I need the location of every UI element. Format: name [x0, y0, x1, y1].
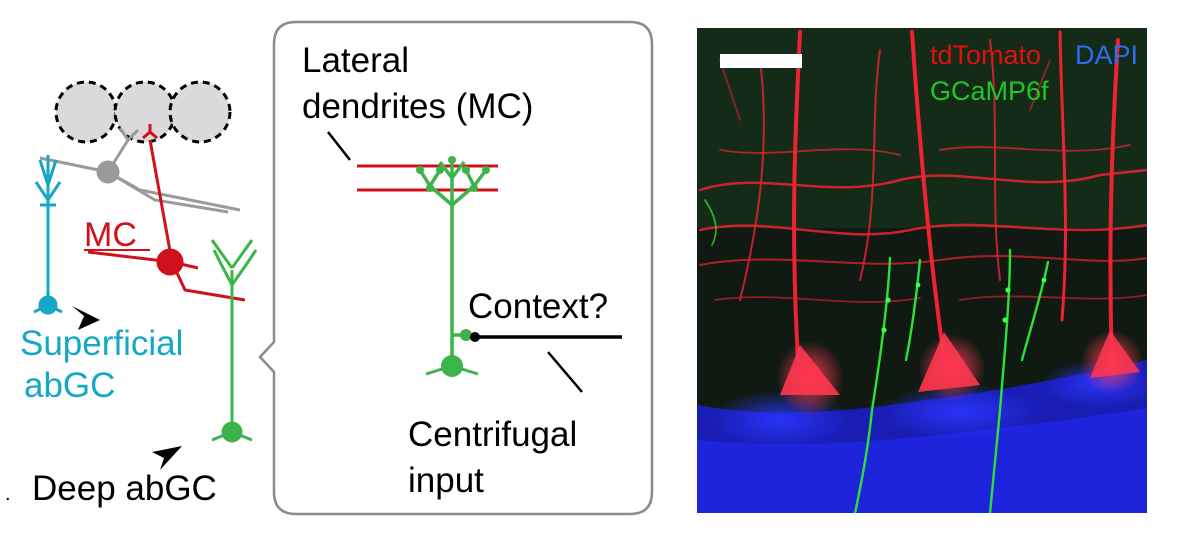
stain-label-dapi: DAPI [1075, 40, 1138, 70]
lateral-dendrites-line2: dendrites (MC) [302, 87, 533, 126]
lateral-pointer-line [327, 131, 351, 161]
abgc-enlarged-basal [425, 364, 479, 376]
dapi-layer [697, 360, 1147, 513]
context-label: Context? [468, 287, 608, 326]
left-schematic: MC Superficial abGC [5, 80, 258, 508]
callout-bubble: Lateral dendrites (MC) [258, 20, 654, 516]
gray-interneuron [39, 127, 241, 214]
mc-label: MC [84, 216, 137, 254]
scale-bar [720, 54, 802, 68]
mitral-somata [776, 330, 1144, 416]
centrifugal-label-line2: input [408, 461, 484, 500]
centrifugal-bouton [470, 332, 480, 342]
superficial-label-line1: Superficial [20, 324, 183, 363]
deep-abgc-neuron [210, 239, 258, 443]
glomerulus-1 [54, 80, 118, 144]
micrograph: tdTomato DAPI GCaMP6f [697, 28, 1147, 513]
stray-dot: . [5, 483, 11, 505]
glomerulus-3 [168, 80, 232, 144]
deep-arrowhead [152, 446, 182, 470]
gcamp-cells [704, 199, 1050, 513]
callout-outline [258, 20, 654, 516]
lateral-dendrites-line1: Lateral [302, 41, 409, 80]
superficial-label-line2: abGC [24, 366, 115, 405]
mitral-cell [87, 124, 246, 302]
centrifugal-label-line1: Centrifugal [408, 415, 577, 454]
superficial-arrowhead [72, 306, 100, 330]
gcamp-spines [881, 277, 1047, 333]
glomeruli-group [54, 80, 232, 144]
stain-label-gcamp: GCaMP6f [930, 76, 1049, 106]
tdtomato-cells [698, 30, 1147, 364]
deep-label: Deep abGC [32, 469, 217, 508]
stain-label-tdtomato: tdTomato [930, 40, 1041, 70]
superficial-abgc-neuron [33, 155, 63, 315]
centrifugal-pointer-line [547, 351, 583, 393]
abgc-spines [416, 156, 490, 341]
